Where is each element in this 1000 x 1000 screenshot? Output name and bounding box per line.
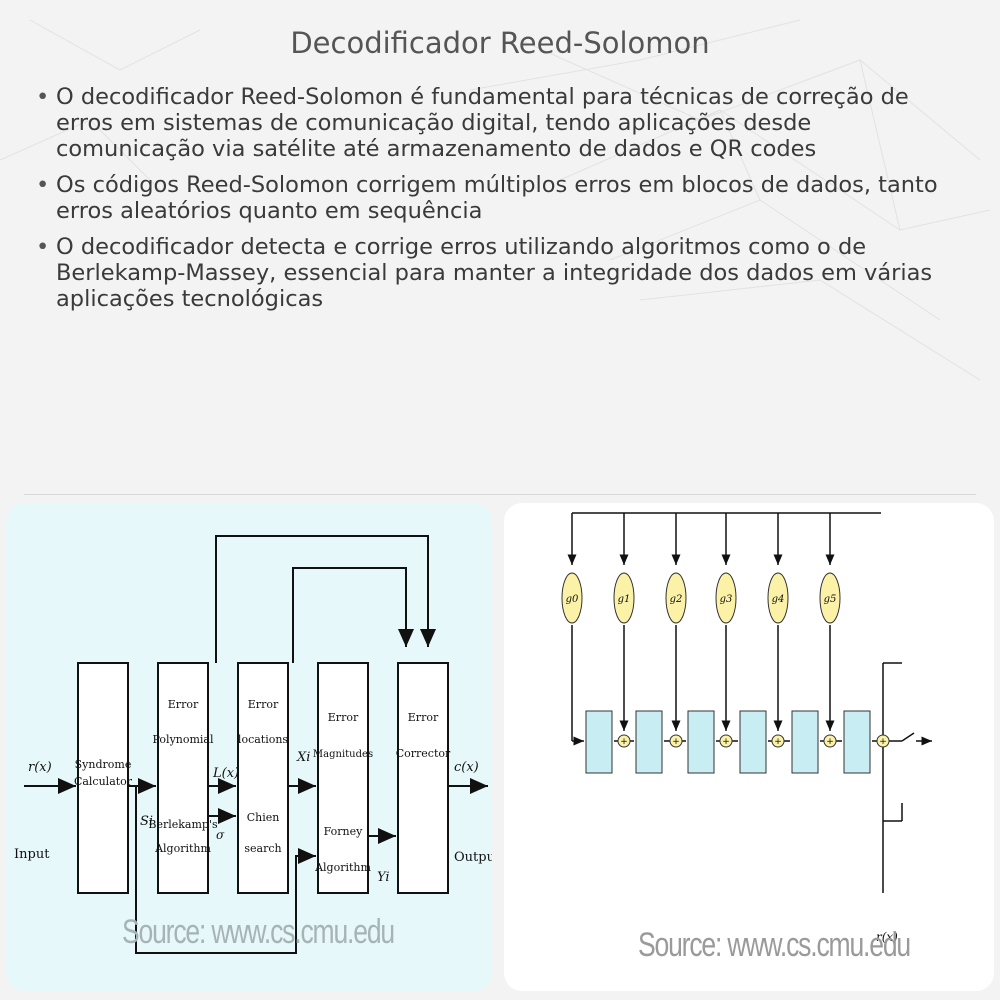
adder — [669, 734, 683, 748]
adder — [823, 734, 837, 748]
coefficient-multiplier — [767, 572, 789, 624]
adder — [617, 734, 631, 748]
syndrome-label-1: Syndrome — [75, 758, 132, 771]
xi-label: Xi — [296, 750, 310, 765]
adder — [719, 734, 733, 748]
lx-label: L(x) — [212, 766, 239, 781]
polynomial-block — [157, 662, 209, 894]
output-label: Output — [454, 850, 492, 865]
locations-label-1: Error — [248, 698, 279, 711]
register-cell — [739, 710, 767, 774]
adder — [771, 734, 785, 748]
source-caption: Source: www.cs.cmu.edu — [638, 926, 911, 964]
divider — [24, 494, 976, 495]
corrector-label-2: Corrector — [396, 747, 451, 760]
coefficient-multiplier — [613, 572, 635, 624]
shift-register-diagram: + + + + + + g0 g1 g2 g3 g4 g5 r(x) Source: w… — [504, 503, 994, 991]
coefficient-label: g5 — [824, 594, 837, 605]
bullet-item: •O decodificador Reed-Solomon é fundamen… — [36, 84, 966, 162]
bullet-dot: • — [36, 84, 50, 110]
coefficient-label: g4 — [772, 594, 785, 605]
source-caption: Source: www.cs.cmu.edu — [122, 913, 395, 951]
magnitudes-label-3: Forney — [324, 825, 364, 838]
syndrome-label-2: Calculator — [74, 775, 133, 788]
polynomial-label-2: Polynomial — [152, 733, 214, 746]
svg-text:+: + — [879, 737, 887, 747]
background-texture — [0, 19, 991, 381]
coefficient-multiplier — [715, 572, 737, 624]
bullet-text: O decodificador Reed-Solomon é fundament… — [56, 84, 909, 162]
coefficient-multiplier — [561, 572, 583, 624]
coefficient-label: g3 — [720, 594, 733, 605]
coefficient-multiplier — [819, 572, 841, 624]
coefficient-label: g2 — [670, 594, 683, 605]
polynomial-label-4: Algorithm — [154, 842, 211, 855]
locations-label-2: locations — [238, 733, 289, 746]
locations-label-3: Chien — [247, 811, 280, 824]
output-signal-label: r(x) — [876, 930, 898, 944]
page-title: Decodificador Reed-Solomon — [290, 26, 710, 60]
magnitudes-block — [317, 662, 369, 894]
svg-text:+: + — [826, 737, 834, 747]
register-cell — [687, 710, 715, 774]
adder — [876, 734, 890, 748]
bullet-text: O decodificador detecta e corrige erros … — [56, 234, 933, 312]
corrector-label-1: Error — [408, 711, 439, 724]
svg-text:+: + — [620, 737, 628, 747]
cx-label: c(x) — [454, 760, 479, 775]
register-cell — [791, 710, 819, 774]
bullet-list: •O decodificador Reed-Solomon é fundamen… — [36, 84, 966, 322]
register-cell — [635, 710, 663, 774]
register-cell — [843, 710, 871, 774]
polynomial-label-1: Error — [168, 698, 199, 711]
polynomial-label-3: Berlekamp's — [148, 818, 218, 831]
svg-text:+: + — [774, 737, 782, 747]
coefficient-label: g1 — [618, 594, 631, 605]
magnitudes-label-4: Algorithm — [314, 861, 371, 874]
register-cell — [585, 710, 613, 774]
svg-text:+: + — [672, 737, 680, 747]
syndrome-block — [77, 662, 129, 894]
si-label: Si — [140, 814, 153, 829]
bullet-item: •O decodificador detecta e corrige erros… — [36, 234, 966, 312]
coefficient-multiplier — [665, 572, 687, 624]
input-signal-label: r(x) — [28, 760, 52, 775]
bullet-item: •Os códigos Reed-Solomon corrigem múltip… — [36, 172, 966, 224]
input-label: Input — [14, 847, 50, 862]
magnitudes-label-1: Error — [328, 711, 359, 724]
locations-block — [237, 662, 289, 894]
bullet-text: Os códigos Reed-Solomon corrigem múltipl… — [56, 172, 938, 224]
yi-label: Yi — [377, 870, 390, 885]
sigma-label: σ — [216, 828, 225, 842]
bullet-dot: • — [36, 234, 50, 260]
magnitudes-label-2: Magnitudes — [313, 749, 373, 760]
coefficient-label: g0 — [566, 594, 579, 605]
svg-text:+: + — [722, 737, 730, 747]
bullet-dot: • — [36, 172, 50, 198]
locations-label-4: search — [244, 842, 281, 855]
decoder-block-diagram: r(x) Input Syndrome Calculator Error Pol… — [6, 503, 492, 991]
corrector-block — [397, 662, 449, 894]
